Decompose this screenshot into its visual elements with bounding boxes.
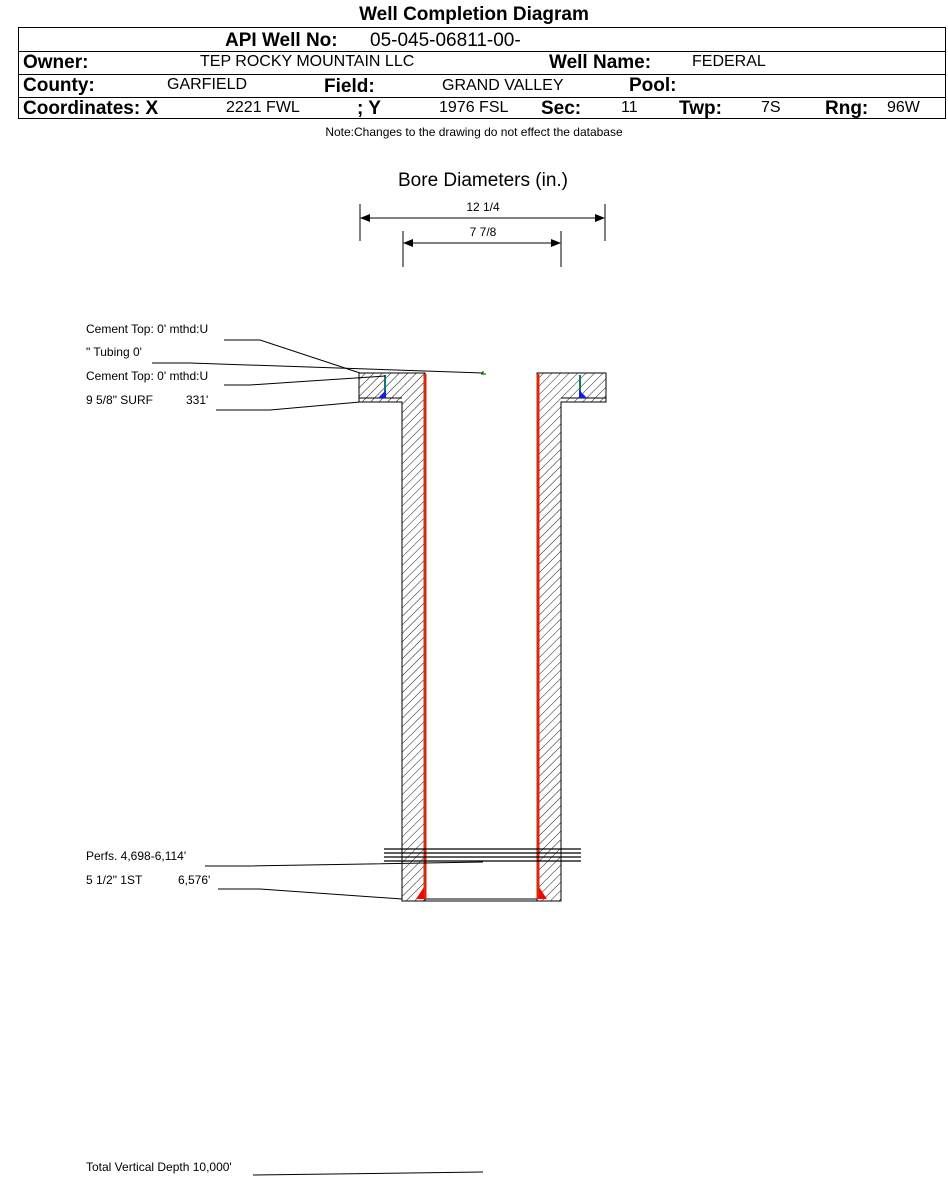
surface-casing-label: 9 5/8" SURF (86, 393, 153, 407)
perfs-label: Perfs. 4,698-6,114' (86, 849, 186, 863)
county-value: GARFIELD (167, 76, 248, 93)
owner-value: TEP ROCKY MOUNTAIN LLC (200, 53, 415, 70)
cement-top-1-label: Cement Top: 0' mthd:U (86, 322, 208, 336)
outer-bore-dimension (359, 204, 606, 241)
diagram-title: Well Completion Diagram (359, 4, 589, 25)
rng-label: Rng: (825, 98, 869, 119)
county-label: County: (23, 75, 95, 96)
field-value: GRAND VALLEY (442, 77, 564, 94)
database-note: Note:Changes to the drawing do not effec… (325, 125, 623, 139)
field-label: Field: (324, 76, 375, 97)
perfs-leader (205, 861, 484, 867)
sec-label: Sec: (541, 98, 582, 119)
twp-value: 7S (761, 99, 781, 116)
right-wellbore-wall (536, 372, 607, 902)
tvd-leader (252, 1171, 484, 1176)
outer-bore-label: 12 1/4 (466, 200, 500, 214)
pool-label: Pool: (629, 75, 677, 96)
left-wellbore-wall (358, 372, 426, 902)
production-shoe-left (416, 887, 424, 899)
rng-value: 96W (887, 99, 920, 116)
production-casing-label: 5 1/2" 1ST (86, 873, 143, 887)
surface-shoe-right (579, 390, 587, 398)
tubing-label: " Tubing 0' (86, 345, 142, 359)
twp-label: Twp: (679, 98, 722, 119)
production-casing-leader (218, 888, 403, 900)
api-value: 05-045-06811-00- (370, 30, 521, 51)
header-divider (19, 74, 945, 75)
bore-diameters-title: Bore Diameters (in.) (398, 170, 568, 191)
cement-top-1-leader (224, 339, 361, 374)
tubing-leader (152, 362, 484, 374)
coord-y-value: 1976 FSL (439, 99, 509, 116)
api-label: API Well No: (225, 30, 338, 51)
surface-casing-depth: 331' (186, 393, 208, 407)
header-divider (19, 97, 945, 98)
cement-top-2-leader (224, 375, 386, 386)
coord-x-label: Coordinates: X (23, 98, 159, 119)
well-name-value: FEDERAL (692, 53, 766, 70)
surface-shoe-left (378, 390, 386, 398)
production-casing-depth: 6,576' (178, 873, 210, 887)
tvd-label: Total Vertical Depth 10,000' (86, 1160, 232, 1174)
surface-casing-leader (216, 401, 361, 411)
sec-value: 11 (621, 99, 638, 116)
owner-label: Owner: (23, 52, 89, 73)
well-header-table: API Well No: 05-045-06811-00- Owner: TEP… (18, 27, 946, 119)
production-shoe-right (539, 887, 547, 899)
inner-bore-label: 7 7/8 (470, 225, 497, 239)
perforations (384, 848, 581, 862)
coord-x-value: 2221 FWL (226, 99, 300, 116)
cement-top-2-label: Cement Top: 0' mthd:U (86, 369, 208, 383)
header-divider (19, 51, 945, 52)
well-name-label: Well Name: (549, 52, 652, 73)
coord-y-label: ; Y (357, 98, 381, 119)
inner-bore-dimension (402, 231, 562, 267)
